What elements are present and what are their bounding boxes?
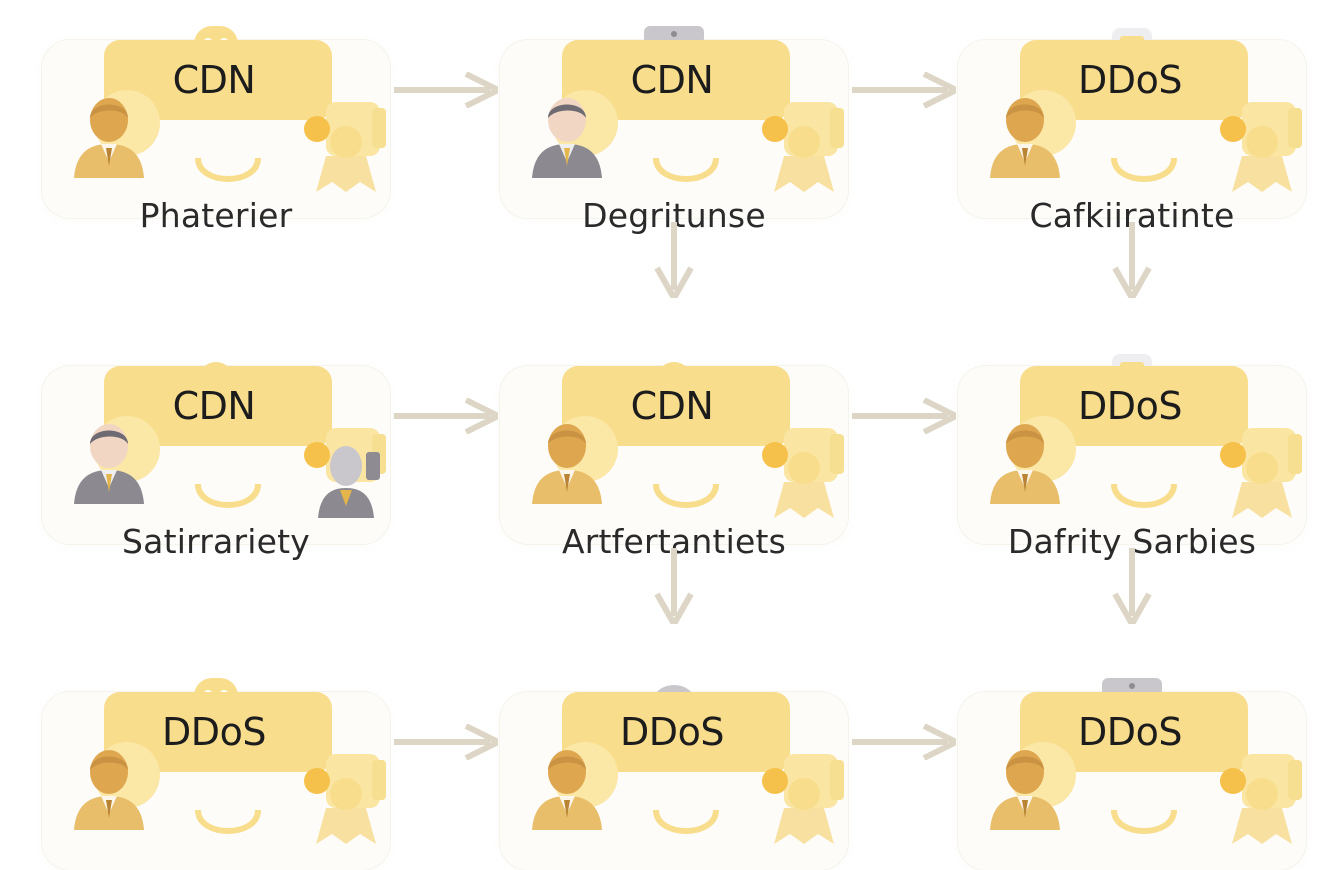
- flow-arrow-down: [1112, 548, 1152, 624]
- connector-arc-icon: [1110, 809, 1178, 844]
- gold-person-icon: [528, 414, 606, 504]
- gray-person-icon: [528, 88, 606, 178]
- flow-arrow-down: [1112, 222, 1152, 298]
- gold-badge-icon: [1220, 442, 1304, 518]
- status-dot: [304, 768, 330, 794]
- service-badge-label: CDN: [630, 58, 714, 102]
- service-badge-label: CDN: [630, 384, 714, 428]
- node-card-n8[interactable]: DDoS: [500, 685, 848, 870]
- status-dot: [762, 116, 788, 142]
- badge-tab-handle: [1288, 434, 1302, 474]
- node-card-n7[interactable]: DDoS: [42, 678, 390, 870]
- service-badge-label: DDoS: [1078, 710, 1182, 754]
- service-badge: CDN: [104, 366, 332, 446]
- connector-arc-icon: [194, 483, 262, 518]
- service-badge-label: DDoS: [1078, 58, 1182, 102]
- flow-arrow-right: [394, 398, 498, 434]
- node-card-n4[interactable]: CDN Satirrariety: [42, 362, 390, 561]
- flow-arrow-down: [654, 548, 694, 624]
- connector-arc-icon: [194, 809, 262, 844]
- node-label: Satirrariety: [122, 522, 310, 561]
- status-dot: [304, 116, 330, 142]
- service-badge-label: CDN: [172, 384, 256, 428]
- badge-tab-handle: [830, 434, 844, 474]
- status-dot: [762, 768, 788, 794]
- status-dot: [1220, 116, 1246, 142]
- gray-person-icon: [304, 442, 388, 518]
- status-dot: [304, 442, 330, 468]
- gold-person-icon: [986, 88, 1064, 178]
- service-badge: CDN: [104, 40, 332, 120]
- status-dot: [1220, 768, 1246, 794]
- connector-arc-icon: [652, 809, 720, 844]
- badge-tab-handle: [1288, 108, 1302, 148]
- node-card-n1[interactable]: CDN Phaterier: [42, 26, 390, 235]
- gold-person-icon: [986, 414, 1064, 504]
- flow-arrow-right: [852, 398, 956, 434]
- service-badge: CDN: [562, 366, 790, 446]
- connector-arc-icon: [1110, 483, 1178, 518]
- badge-tab-handle: [830, 108, 844, 148]
- gold-person-icon: [528, 740, 606, 830]
- node-card-n2[interactable]: CDN Degritunse: [500, 26, 848, 235]
- node-card-n6[interactable]: DDoS Dafrity Sarbies: [958, 354, 1306, 561]
- connector-arc-icon: [652, 483, 720, 518]
- gold-person-icon: [986, 740, 1064, 830]
- gold-badge-icon: [304, 116, 388, 192]
- node-card-n9[interactable]: DDoS: [958, 678, 1306, 870]
- flow-arrow-right: [852, 724, 956, 760]
- status-dot: [762, 442, 788, 468]
- connector-arc-icon: [652, 157, 720, 192]
- node-label: Phaterier: [139, 196, 293, 235]
- status-dot: [1220, 442, 1246, 468]
- gray-person-icon: [70, 414, 148, 504]
- flow-arrow-right: [394, 724, 498, 760]
- service-badge-label: DDoS: [1078, 384, 1182, 428]
- flow-arrow-right: [852, 72, 956, 108]
- flow-arrow-right: [394, 72, 498, 108]
- badge-tab-handle: [372, 108, 386, 148]
- flow-arrow-down: [654, 222, 694, 298]
- gold-person-icon: [70, 88, 148, 178]
- node-card-n5[interactable]: CDN Artfertantiets: [500, 362, 848, 561]
- service-badge-label: DDoS: [162, 710, 266, 754]
- node-card-n3[interactable]: DDoS Cafkiiratinte: [958, 28, 1306, 235]
- gold-badge-icon: [762, 116, 846, 192]
- connector-arc-icon: [1110, 157, 1178, 192]
- service-badge-label: CDN: [172, 58, 256, 102]
- connector-arc-icon: [194, 157, 262, 192]
- gold-person-icon: [70, 740, 148, 830]
- gold-badge-icon: [762, 442, 846, 518]
- gold-badge-icon: [1220, 116, 1304, 192]
- service-badge-label: DDoS: [620, 710, 724, 754]
